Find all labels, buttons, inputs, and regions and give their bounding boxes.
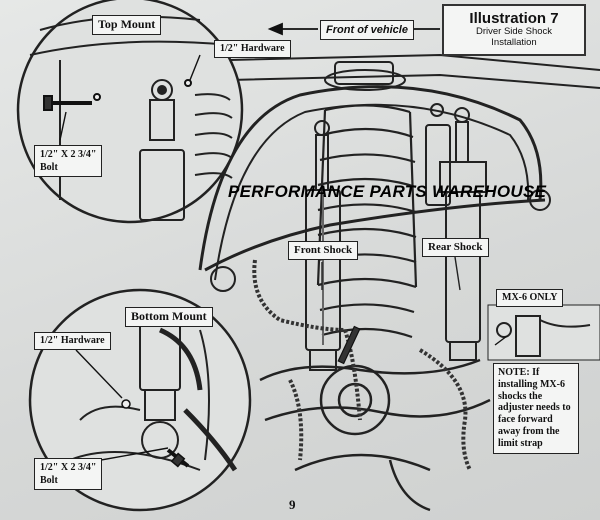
axle-housing xyxy=(259,358,491,512)
bottom-bolt-word: Bolt xyxy=(40,475,58,486)
page-number: 9 xyxy=(289,497,296,512)
front-shock xyxy=(305,120,341,371)
front-of-vehicle-label: Front of vehicle xyxy=(320,20,414,40)
mx6-note: NOTE: If installing MX-6 shocks the adju… xyxy=(493,363,579,454)
illustration-title-box: Illustration 7 Driver Side Shock Install… xyxy=(442,4,586,56)
rear-shock-leader xyxy=(454,256,461,291)
bottom-mount-title: Bottom Mount xyxy=(125,307,213,327)
top-bolt-icon xyxy=(43,79,192,111)
mx6-inset xyxy=(487,304,600,361)
front-shock-label: Front Shock xyxy=(288,241,359,260)
bottom-hardware-leader xyxy=(75,349,123,399)
top-bolt-word: Bolt xyxy=(40,162,58,173)
bottom-bolt-size: 1/2" X 2 3/4" xyxy=(40,462,97,473)
top-mount-title: Top Mount xyxy=(92,15,162,35)
frame-rail xyxy=(229,53,600,71)
bottom-mount-hardware-label: 1/2" Hardware xyxy=(34,332,111,350)
perch-cap xyxy=(334,61,394,85)
top-bolt-size: 1/2" X 2 3/4" xyxy=(40,149,97,160)
front-arrow xyxy=(267,22,440,36)
spare-shock-top xyxy=(425,103,451,206)
frame-rail-lower xyxy=(229,73,600,89)
watermark-text: PERFORMANCE PARTS WAREHOUSE xyxy=(228,182,547,201)
top-hardware-leader xyxy=(189,54,201,81)
top-bolt-leader xyxy=(59,111,67,141)
rear-shock-label: Rear Shock xyxy=(422,238,489,257)
hoop-arm xyxy=(204,198,546,272)
top-mount-bolt-label: 1/2" X 2 3/4" Bolt xyxy=(34,145,103,177)
hoop-mount-left xyxy=(210,266,236,292)
bottom-bolt-icon xyxy=(121,399,190,468)
limit-strap xyxy=(337,325,361,365)
rear-shock xyxy=(439,107,487,361)
bottom-bolt-leader xyxy=(89,447,169,463)
illustration-subtitle-2: Installation xyxy=(491,36,537,48)
top-mount-hardware-label: 1/2" Hardware xyxy=(214,40,291,58)
hoop-mount-right xyxy=(529,189,551,211)
spring-perch xyxy=(324,69,406,91)
illustration-title: Illustration 7 xyxy=(469,10,559,27)
mx6-only-label: MX-6 ONLY xyxy=(496,289,564,307)
bottom-brake-line xyxy=(158,327,203,391)
coil-spring xyxy=(316,104,418,339)
bottom-mount-bolt-label: 1/2" X 2 3/4" Bolt xyxy=(34,458,103,490)
illustration-subtitle-1: Driver Side Shock xyxy=(475,26,553,37)
brake-line xyxy=(252,259,472,471)
